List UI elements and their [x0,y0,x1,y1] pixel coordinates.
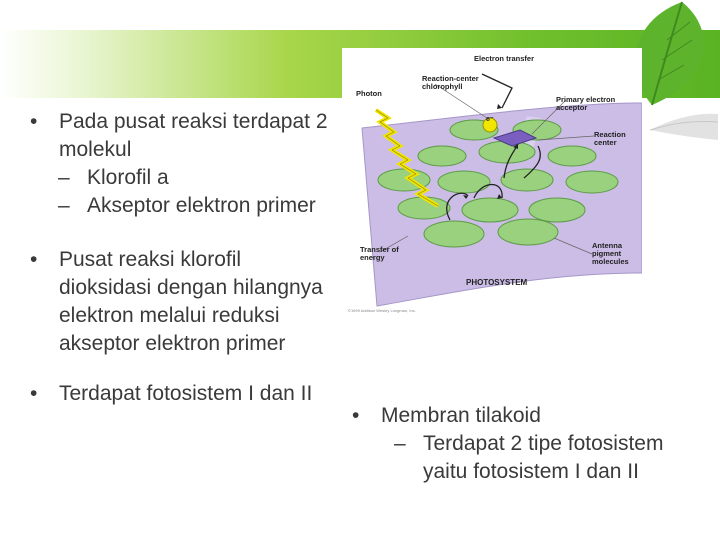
label-primary-electron-acceptor: Primary electron acceptor [556,95,616,112]
label-antenna-pigment-molecules: Antenna pigment molecules [592,241,629,266]
bullet-item: • Terdapat fotosistem I dan II [30,380,330,408]
sub-bullet-text: Klorofil a [87,166,169,189]
left-bullet-list: • Pada pusat reaksi terdapat 2 molekul –… [30,108,330,408]
hand-icon [649,113,719,140]
bullet-text: Terdapat fotosistem I dan II [59,382,313,405]
right-bullet-list: • Membran tilakoid – Terdapat 2 tipe fot… [352,402,702,486]
electron-symbol: e⁻ [486,116,494,123]
sub-bullet-text: Terdapat 2 tipe fotosistem yaitu fotosis… [423,432,664,483]
label-photosystem: PHOTOSYSTEM [466,278,528,287]
photosystem-diagram [361,73,642,307]
bullet-text: Pada pusat reaksi terdapat 2 molekul [59,110,328,161]
sub-bullet-text: Akseptor elektron primer [87,194,316,217]
label-electron-transfer: Electron transfer [474,54,535,63]
bullet-dot-icon: • [30,248,38,271]
bullet-dot-icon: • [352,404,360,427]
sub-bullet: – Terdapat 2 tipe fotosistem yaitu fotos… [394,432,664,483]
label-transfer-of-energy: Transfer of energy [360,245,399,262]
figure-copyright: ©1999 Addison Wesley Longman, Inc. [348,308,416,313]
bullet-item: • Pada pusat reaksi terdapat 2 molekul [30,108,330,164]
leaf-decoration [635,1,704,106]
sub-bullet: – Klorofil a [58,166,169,189]
label-photon: Photon [356,89,382,98]
label-reaction-center: Reaction center [594,130,626,147]
bullet-item: • Membran tilakoid [352,402,702,430]
photosystem-figure: Electron transfer Photon Reaction-center… [342,48,642,313]
label-reaction-center-chlorophyll: Reaction-center chlorophyll [422,74,479,91]
bullet-text: Pusat reaksi klorofil dioksidasi dengan … [59,248,323,355]
sub-bullet: – Akseptor elektron primer [58,194,316,217]
bullet-dot-icon: • [30,382,38,405]
bullet-text: Membran tilakoid [381,404,541,427]
bullet-dot-icon: • [30,110,38,133]
bullet-item: • Pusat reaksi klorofil dioksidasi denga… [30,246,330,358]
